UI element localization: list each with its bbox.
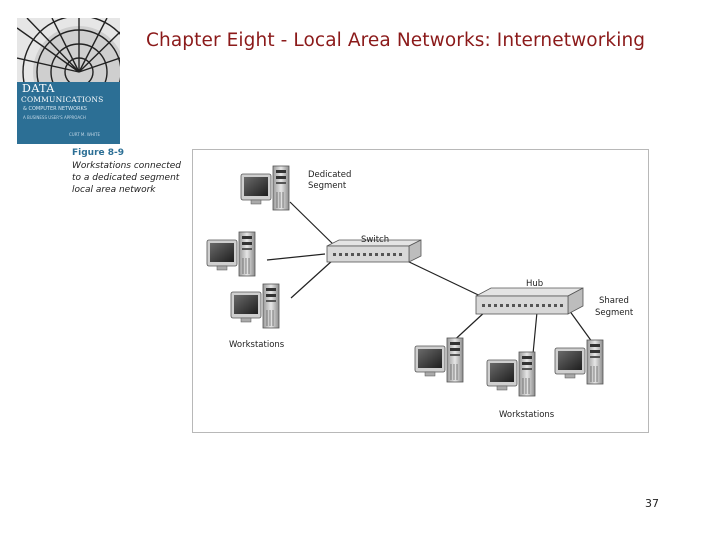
workstation-shared-1 [414,337,464,383]
network-diagram: Dedicated Segment Switch Hub Shared Segm… [206,165,634,420]
workstation-dedicated-1 [240,165,290,211]
figure-label: Figure 8-9 [72,148,125,158]
label-dedicated-segment: Segment [308,181,347,191]
label-dedicated: Dedicated [308,170,351,180]
label-shared-segment: Segment [595,308,634,318]
cover-subtitle: A BUSINESS USER'S APPROACH [23,115,86,120]
workstation-shared-2 [486,351,536,397]
label-workstations-bottom: Workstations [499,410,555,420]
workstation-shared-3 [554,339,604,385]
label-workstations-left: Workstations [229,340,285,350]
figure-caption: Workstations connected to a dedicated se… [72,161,181,195]
cover-title-line3: & COMPUTER NETWORKS [23,106,87,112]
network-diagram-figure: Dedicated Segment Switch Hub Shared Segm… [192,149,649,433]
network-cables [266,201,596,355]
workstation-dedicated-2 [206,231,256,277]
slide-title: Chapter Eight - Local Area Networks: Int… [146,30,646,51]
label-switch: Switch [361,235,389,245]
label-hub: Hub [526,279,543,289]
book-cover: DATA COMMUNICATIONS & COMPUTER NETWORKS … [17,18,120,144]
switch-device [326,239,422,263]
cover-title-line1: DATA [22,82,55,95]
workstation-dedicated-3 [230,283,280,329]
cover-author: CURT M. WHITE [69,132,101,137]
page-number: 37 [645,497,659,510]
cover-title-line2: COMMUNICATIONS [21,95,104,104]
cover-artwork [17,18,120,82]
hub-device [475,287,584,315]
label-shared: Shared [599,296,629,306]
